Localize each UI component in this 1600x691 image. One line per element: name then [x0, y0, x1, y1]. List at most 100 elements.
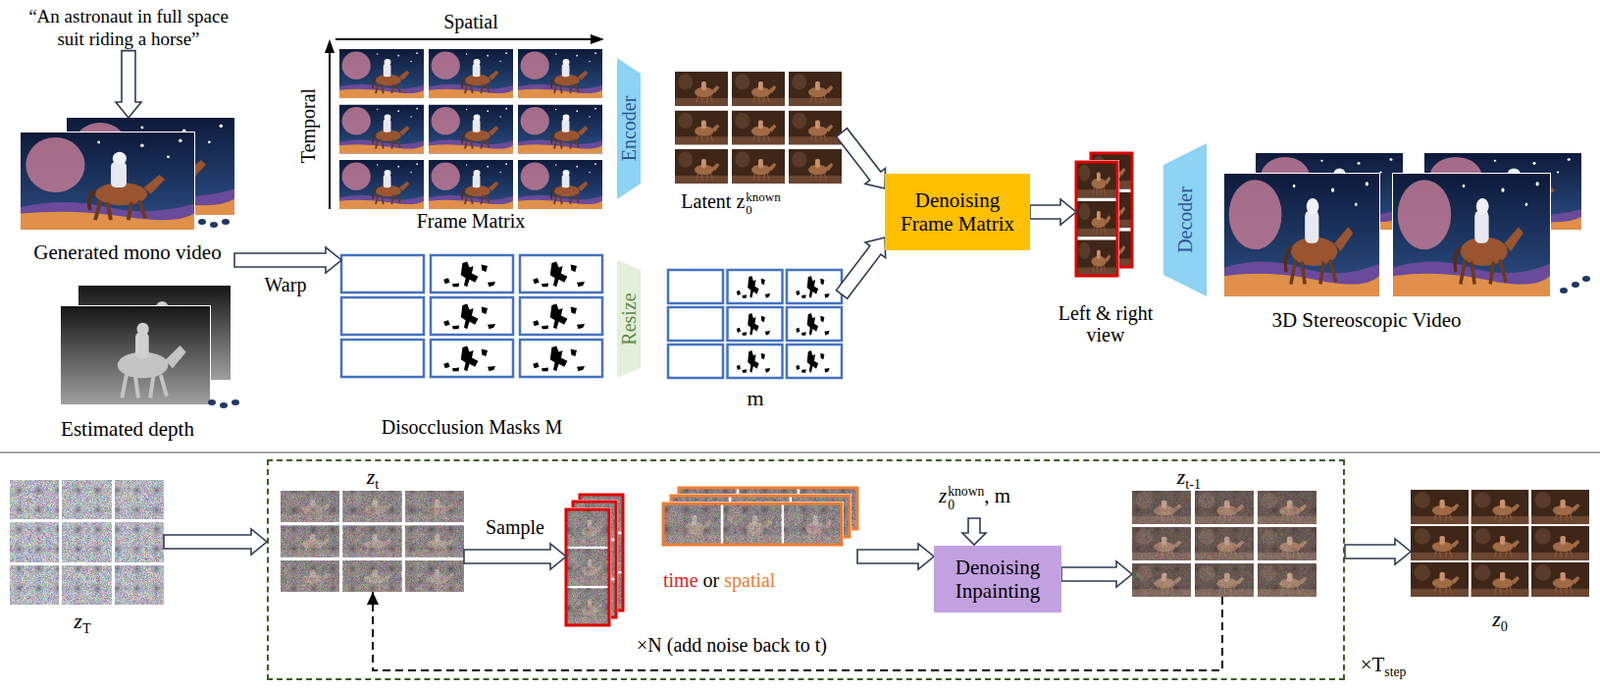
- noise-image: [9, 565, 59, 605]
- lat-image: [1410, 562, 1469, 597]
- lat-image: [1410, 525, 1469, 561]
- input-arrow: [962, 517, 986, 545]
- continuation-dot: [198, 218, 207, 225]
- caption-text: Latent z: [680, 190, 745, 212]
- continuation-dot: [1582, 275, 1591, 282]
- block-arrow: [835, 237, 885, 299]
- caption: Generated mono video: [33, 241, 221, 264]
- scene-image: [428, 104, 514, 155]
- noise-image: [1194, 563, 1254, 597]
- noise-image: [723, 503, 782, 545]
- caption: m: [746, 386, 764, 411]
- mask-frame: [786, 307, 842, 341]
- frame-matrix: Frame Matrix: [339, 49, 603, 209]
- edge-label: ×N (add noise back to t): [633, 633, 830, 656]
- lat-image: [731, 71, 785, 106]
- lat-image: [788, 149, 842, 184]
- noise-image: [566, 588, 610, 625]
- lat-image: [788, 110, 842, 146]
- math-superscript: known: [745, 190, 780, 204]
- edge-label-text: ×N (add noise back to t): [636, 633, 827, 656]
- math-subscript: t: [374, 475, 379, 492]
- caption: zT: [73, 609, 91, 637]
- noise-image: [1132, 563, 1191, 597]
- lat-image: [731, 110, 785, 146]
- latent-image: [405, 525, 465, 558]
- axis-label: Spatial: [443, 10, 499, 33]
- caption: ×Tstep: [1360, 653, 1407, 679]
- mask-frame: [430, 297, 514, 335]
- continuation-dot: [219, 402, 228, 409]
- lat-image: [1531, 489, 1590, 524]
- axis-label-row: timeorspatial: [663, 568, 775, 592]
- axis-word: or: [703, 568, 721, 591]
- scene-image: [20, 132, 195, 230]
- edge-label: Warp: [261, 273, 310, 296]
- latent-grid: zt-1: [1132, 490, 1317, 597]
- math-symbol: z: [366, 464, 376, 489]
- noise-image: [62, 522, 112, 563]
- noise-image: [343, 525, 403, 558]
- scene-image: [428, 159, 514, 209]
- depth-stack: Estimated depth: [60, 285, 231, 405]
- lat-image: [1471, 562, 1530, 597]
- mask-latent-grid: m: [668, 269, 842, 378]
- latent-image: [1132, 490, 1191, 524]
- mask-shape: [443, 261, 496, 288]
- latent-image: [566, 548, 610, 585]
- latent-image: [1257, 563, 1317, 597]
- noise-image: [663, 503, 722, 545]
- connector: [366, 591, 1223, 671]
- math-subscript: 0: [745, 203, 780, 216]
- connector: [115, 51, 142, 118]
- latent-image: [723, 503, 782, 545]
- dep-image: [60, 306, 210, 405]
- caption: 3D Stereoscopic Video: [1271, 309, 1461, 332]
- noise-image: [1132, 490, 1191, 524]
- math-symbol: z: [73, 608, 83, 633]
- scene-image: [517, 49, 603, 99]
- caption: Estimated depth: [60, 417, 195, 441]
- mask-frame: [727, 344, 783, 378]
- mask-shape: [736, 275, 771, 299]
- block-arrow: [857, 543, 934, 569]
- scene-image: [517, 159, 603, 209]
- continuation-dot: [1559, 287, 1568, 294]
- connector: [835, 237, 885, 299]
- noise-image: [343, 560, 403, 592]
- connector: [163, 528, 267, 555]
- noise-image: [1257, 490, 1317, 524]
- mask-frame: [430, 255, 514, 293]
- connector: [857, 543, 934, 569]
- math-superscript: known: [947, 484, 984, 499]
- process-box: Denoising Frame Matrix: [884, 173, 1031, 251]
- block-arrow: [1061, 561, 1133, 587]
- noise-image: [343, 490, 403, 522]
- caption-text: 3D Stereoscopic Video: [1271, 308, 1461, 332]
- noise-image: [405, 525, 465, 558]
- lat-image: [674, 71, 728, 106]
- condition-label: zknown0, m: [938, 484, 1011, 512]
- latent-image: [1257, 526, 1317, 561]
- math-symbol: z: [1492, 606, 1501, 631]
- scene-image: [339, 49, 424, 99]
- caption: Left & right view: [1046, 302, 1165, 346]
- trapezoid-fill: [1163, 143, 1207, 297]
- mask-frame: [786, 344, 842, 378]
- noise-image: [9, 522, 59, 563]
- latent-image: [566, 588, 610, 625]
- latent-image: [280, 560, 340, 592]
- latent-image: [1132, 526, 1191, 561]
- math-symbol: z: [938, 483, 947, 508]
- mask-frame: [668, 269, 723, 304]
- connector: [1344, 538, 1411, 565]
- figure-part: [564, 507, 612, 627]
- connector: [464, 543, 567, 569]
- trapezoid-fill: [617, 57, 641, 200]
- noise-image: [62, 479, 112, 519]
- mask-shape: [795, 275, 829, 299]
- caption-text: Left & right view: [1058, 302, 1154, 346]
- caption-text: Frame Matrix: [416, 209, 526, 232]
- mask-shape: [532, 346, 585, 372]
